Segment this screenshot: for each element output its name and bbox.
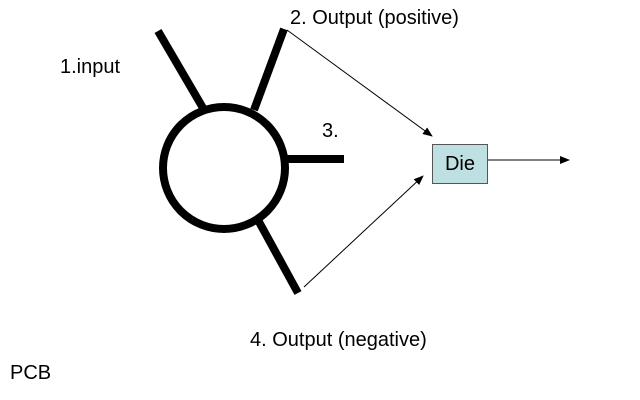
positive-output-arrow	[286, 29, 433, 137]
negative-output-arrow	[303, 175, 424, 288]
input-label: 1.input	[60, 56, 121, 78]
pcb-label: PCB	[10, 362, 52, 384]
die-box: Die	[432, 144, 488, 184]
die-label: Die	[444, 152, 475, 175]
port-3-label: 3.	[322, 120, 339, 142]
output-negative-label: 4. Output (negative)	[250, 329, 427, 351]
port-4-stub	[254, 218, 302, 295]
port-1-stub	[154, 28, 207, 111]
port-2-stub	[250, 27, 288, 112]
coupler-ring	[159, 103, 289, 233]
output-positive-label: 2. Output (positive)	[290, 7, 459, 29]
